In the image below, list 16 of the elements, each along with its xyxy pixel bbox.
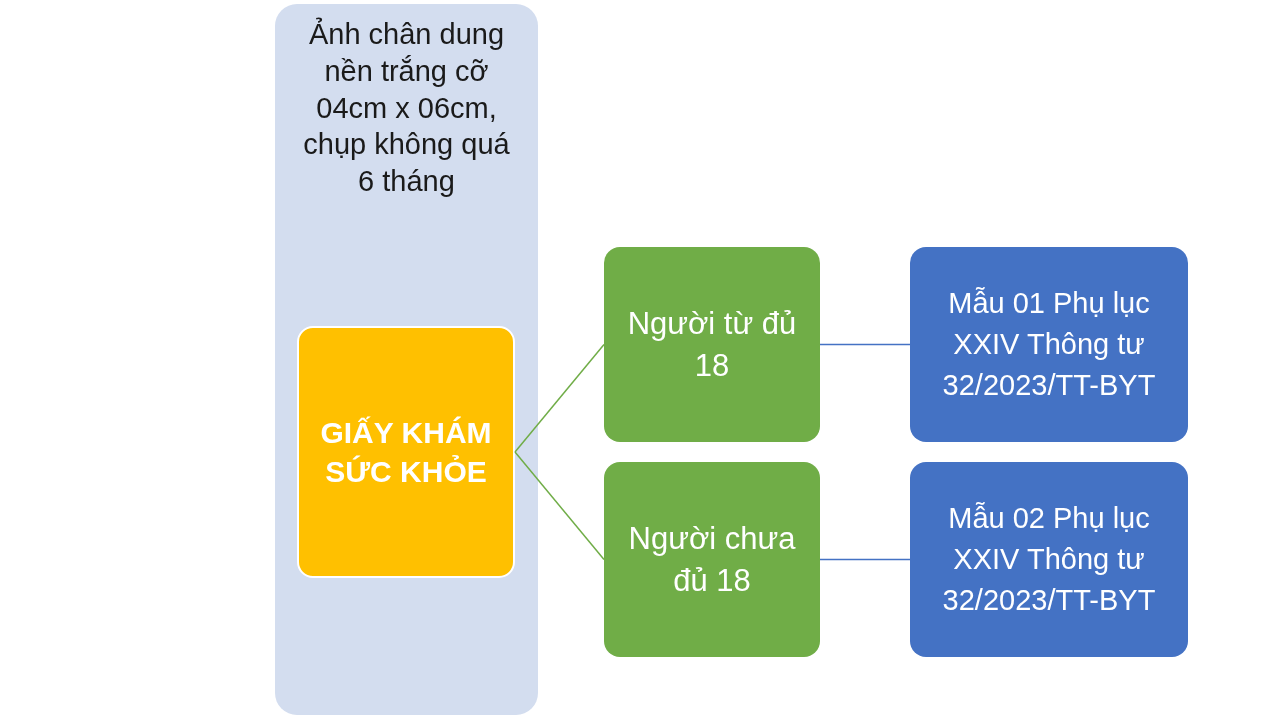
category-box: [604, 247, 820, 442]
node-label: Người chưa đủ 18: [627, 519, 797, 600]
category-box: [604, 462, 820, 657]
node-label: Mẫu 02 Phụ lục XXIV Thông tư 32/2023/TT-BYT: [941, 500, 1157, 619]
node-label: Mẫu 01 Phụ lục XXIV Thông tư 32/2023/TT-BYT: [941, 285, 1157, 404]
node-label: GIẤY KHÁM SỨC KHỎE: [319, 415, 493, 490]
main-box: [297, 326, 515, 578]
connector-line: [514, 343, 605, 453]
node-label: Người từ đủ 18: [626, 304, 798, 385]
form-box: [910, 462, 1188, 657]
connector-line: [819, 343, 911, 346]
form-box: [910, 247, 1188, 442]
connector-line: [819, 558, 911, 561]
group-panel: [275, 4, 538, 715]
connector-line: [514, 451, 605, 561]
panel-heading: Ảnh chân dung nền trắng cỡ 04cm x 06cm, chụp không quá 6 tháng: [302, 16, 511, 200]
